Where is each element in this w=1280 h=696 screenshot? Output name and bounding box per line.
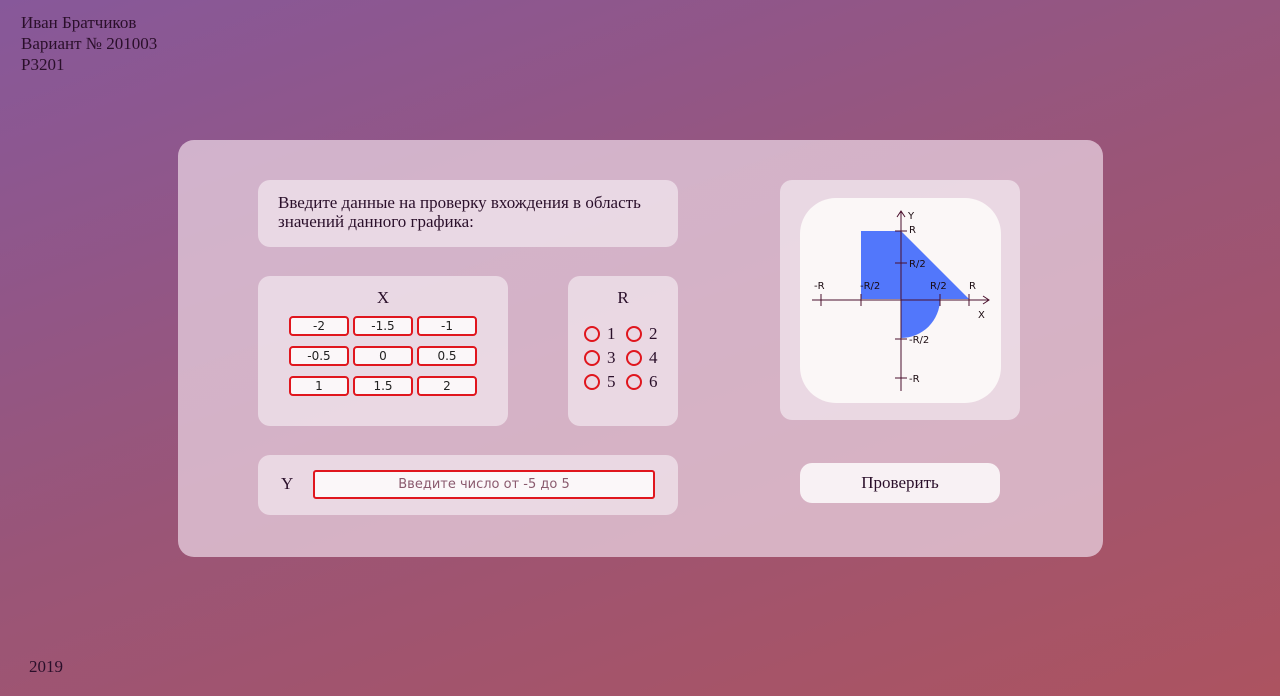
graph-card: Y X R R/2 -R -R/2 R/2 R -R/2 -R (780, 180, 1020, 420)
x-button[interactable]: 0.5 (417, 346, 477, 366)
r-option[interactable]: 3 (584, 348, 626, 368)
author-info: Иван Братчиков Вариант № 201003 P3201 (21, 12, 157, 75)
x-button[interactable]: -2 (289, 316, 349, 336)
author-name: Иван Братчиков (21, 13, 137, 32)
r-top-label: R (909, 225, 916, 236)
x-axis-label: X (978, 310, 985, 321)
neg-r-left-label: -R (814, 281, 825, 292)
radio-circle-icon[interactable] (626, 350, 642, 366)
r-option-label: 4 (649, 348, 658, 367)
intro-card: Введите данные на проверку вхождения в о… (258, 180, 678, 247)
r-selector-card: R 1 2 3 4 5 6 (568, 276, 678, 426)
y-label: Y (281, 474, 294, 493)
graph-area-quarter-circle (901, 299, 940, 338)
x-button-grid: -2 -1.5 -1 -0.5 0 0.5 1 1.5 2 (289, 316, 477, 396)
x-selector-card: X -2 -1.5 -1 -0.5 0 0.5 1 1.5 2 (258, 276, 508, 426)
r-option-label: 5 (607, 372, 616, 391)
graph-axes (812, 210, 990, 391)
graph-area-rectangle (861, 231, 901, 299)
r-half-top-label: R/2 (909, 259, 926, 270)
y-input-card: Y (258, 455, 678, 515)
r-option-label: 1 (607, 324, 616, 343)
radio-circle-icon[interactable] (584, 326, 600, 342)
intro-text: Введите данные на проверку вхождения в о… (278, 193, 641, 231)
x-button[interactable]: 1 (289, 376, 349, 396)
r-right-label: R (969, 281, 976, 292)
x-button[interactable]: -1 (417, 316, 477, 336)
radio-circle-icon[interactable] (626, 374, 642, 390)
main-panel: Введите данные на проверку вхождения в о… (178, 140, 1103, 557)
y-axis-label: Y (907, 211, 915, 222)
x-button[interactable]: -1.5 (353, 316, 413, 336)
footer-year: 2019 (29, 657, 63, 676)
x-title: X (376, 288, 390, 307)
variant-label: Вариант № 201003 (21, 34, 158, 53)
r-option[interactable]: 6 (626, 372, 668, 392)
radio-circle-icon[interactable] (626, 326, 642, 342)
r-radio-grid: 1 2 3 4 5 6 (584, 324, 668, 392)
neg-r-half-left-label: -R/2 (860, 281, 880, 292)
y-input[interactable] (313, 470, 655, 499)
r-option-label: 2 (649, 324, 658, 343)
x-button[interactable]: 0 (353, 346, 413, 366)
r-option[interactable]: 2 (626, 324, 668, 344)
group-label: P3201 (21, 55, 65, 74)
radio-circle-icon[interactable] (584, 350, 600, 366)
r-option-label: 6 (649, 372, 658, 391)
radio-circle-icon[interactable] (584, 374, 600, 390)
r-option[interactable]: 5 (584, 372, 626, 392)
neg-r-half-bottom-label: -R/2 (909, 335, 929, 346)
r-title: R (617, 288, 629, 307)
graph-canvas[interactable]: Y X R R/2 -R -R/2 R/2 R -R/2 -R (800, 198, 1001, 403)
neg-r-bottom-label: -R (909, 374, 920, 385)
r-half-right-label: R/2 (930, 281, 947, 292)
graph-area-triangle (901, 231, 969, 299)
r-option[interactable]: 1 (584, 324, 626, 344)
r-option-label: 3 (607, 348, 616, 367)
x-button[interactable]: -0.5 (289, 346, 349, 366)
area-graph: Y X R R/2 -R -R/2 R/2 R -R/2 -R (812, 210, 990, 391)
x-button[interactable]: 1.5 (353, 376, 413, 396)
x-button[interactable]: 2 (417, 376, 477, 396)
r-option[interactable]: 4 (626, 348, 668, 368)
check-button[interactable]: Проверить (800, 463, 1000, 503)
